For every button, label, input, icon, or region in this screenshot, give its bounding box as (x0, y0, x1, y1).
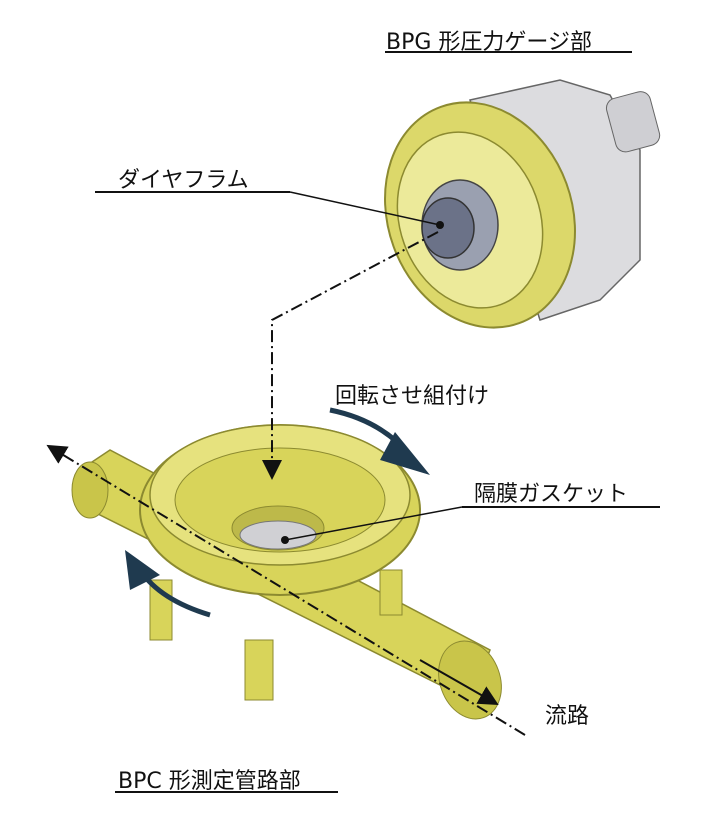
diaphragm (421, 197, 475, 259)
gauge-label: BPG 形圧力ゲージ部 (386, 30, 592, 55)
assembly-line (262, 231, 439, 480)
flow-axis (46, 444, 526, 736)
measurement-pipe (71, 424, 502, 720)
diaphragm-label: ダイヤフラム (118, 168, 249, 193)
gasket-label: 隔膜ガスケット (474, 482, 629, 507)
pipe-label: BPC 形測定管路部 (118, 769, 301, 794)
pressure-gauge (384, 79, 661, 329)
flow-label: 流路 (545, 704, 590, 729)
flow-arrow (419, 659, 499, 705)
rotate-label: 回転させ組付け (335, 384, 490, 409)
